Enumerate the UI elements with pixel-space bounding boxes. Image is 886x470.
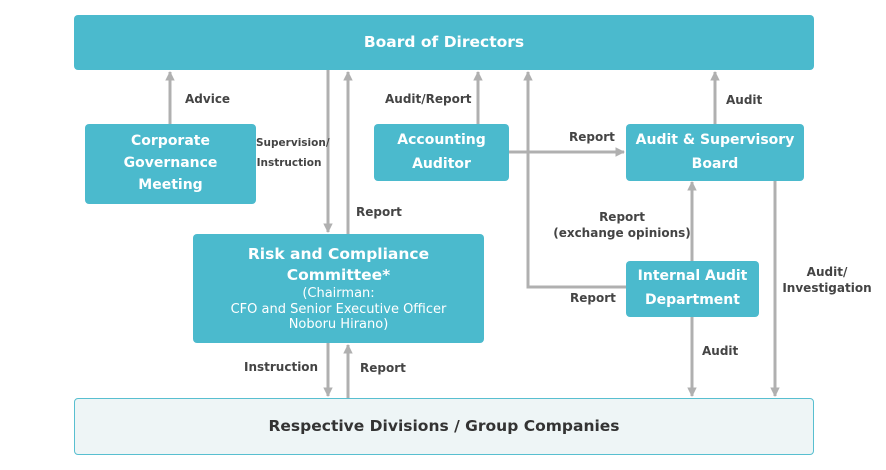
corporate-governance-meeting-box: Corporate Governance Meeting [85,124,256,204]
cgm-line1: Corporate [131,133,210,150]
iad-line1: Internal Audit [637,268,748,285]
label-audit-investigation-line2: Investigation [782,280,872,295]
label-audit-asb-board: Audit [726,93,763,107]
label-report-exchange-opinions: Report (exchange opinions) [552,210,692,241]
accounting-auditor-box: Accounting Auditor [374,124,509,181]
risk-compliance-committee-box: Risk and Compliance Committee* (Chairman… [193,234,484,343]
label-supervision-instruction: Supervision/ Instruction [256,134,330,174]
rcc-sub1: (Chairman: [302,286,375,302]
rcc-title1: Risk and Compliance [247,245,430,264]
cgm-line3: Meeting [138,176,203,193]
label-instruction-rcc-divisions: Instruction [244,360,319,374]
label-report-iad-board: Report [570,291,616,305]
rcc-sub2: CFO and Senior Executive Officer [230,301,447,317]
label-report-exchange-line2: (exchange opinions) [553,225,691,240]
board-of-directors-box: Board of Directors [74,15,814,70]
label-report-accounting-asb: Report [569,130,615,144]
internal-audit-department-box: Internal Audit Department [626,261,759,317]
label-supervision-line2: Instruction [256,156,322,169]
cgm-line2: Governance [123,155,218,172]
label-report-rcc-board: Report [356,205,402,219]
label-audit-investigation: Audit/ Investigation [782,265,872,296]
label-audit-report: Audit/Report [385,92,472,106]
label-report-exchange-line1: Report [599,210,645,224]
rcc-sub3: Noboru Hirano) [288,317,389,333]
asb-line2: Board [691,155,739,172]
arrow-iad-to-board [523,71,626,289]
divisions-group-companies-box: Respective Divisions / Group Companies [74,398,814,455]
board-title: Board of Directors [363,33,525,52]
label-audit-iad-divisions: Audit [702,344,739,358]
iad-line2: Department [645,292,740,308]
divisions-title: Respective Divisions / Group Companies [268,417,620,436]
accounting-line1: Accounting [397,131,486,148]
audit-supervisory-board-box: Audit & Supervisory Board [626,124,804,181]
label-report-divisions-rcc: Report [360,361,406,375]
label-supervision-line1: Supervision/ [256,137,330,149]
label-audit-investigation-line1: Audit/ [806,265,848,279]
label-advice: Advice [185,92,231,106]
accounting-line2: Auditor [412,155,471,172]
rcc-title2: Committee* [286,266,391,285]
asb-line1: Audit & Supervisory [635,131,795,148]
